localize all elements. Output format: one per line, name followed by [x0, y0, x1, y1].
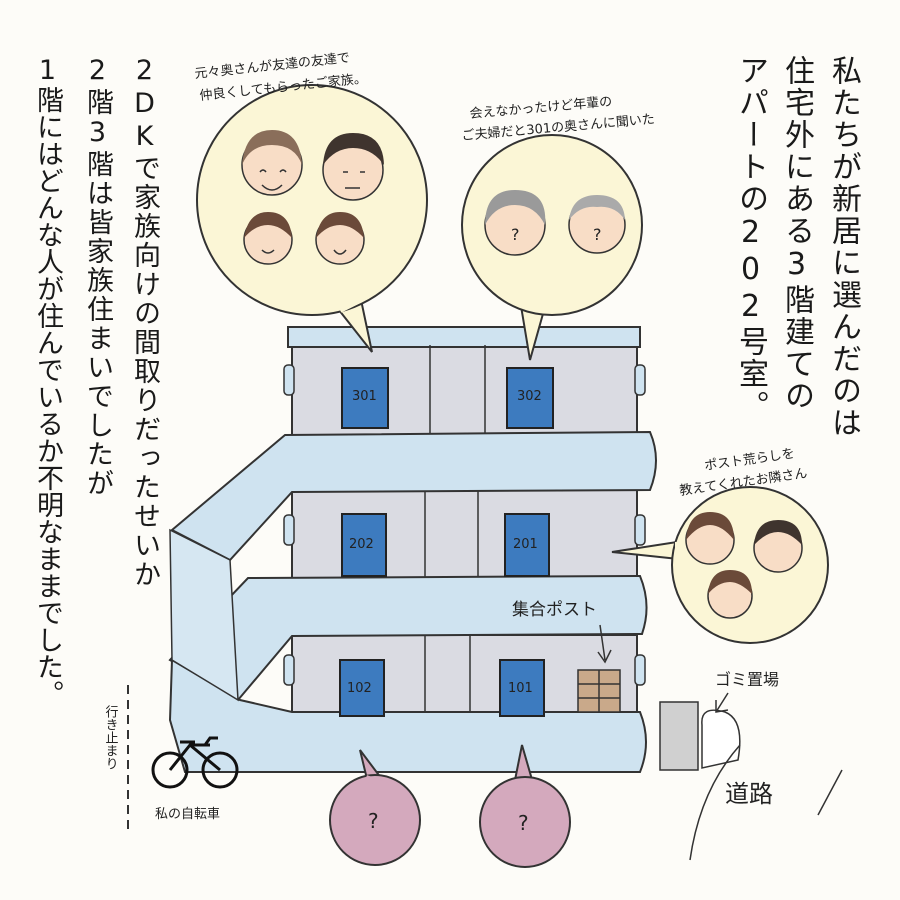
face-child2-icon [315, 212, 365, 265]
speech-bubble-301 [196, 84, 428, 353]
bicycle-icon [151, 736, 239, 789]
garbage-bag-icon [701, 709, 741, 769]
main-text-col2: 住宅外にある3階建ての [779, 55, 814, 412]
door-302[interactable] [506, 367, 554, 429]
road-label: 道路 [725, 780, 773, 808]
mailbox-arrow [597, 624, 612, 664]
building-columns [424, 345, 486, 720]
roof [287, 326, 641, 348]
face-neighbor-man-icon [753, 520, 803, 573]
face-child1-icon [243, 212, 293, 265]
face-q1-text: ? [511, 225, 520, 244]
corridor-1f [168, 658, 647, 773]
corridor-2f [168, 574, 648, 702]
stairs-left [169, 528, 239, 702]
room-302-label: 302 [517, 389, 542, 404]
unknown-102-text: ? [368, 809, 379, 833]
room-102-label: 102 [347, 681, 372, 696]
unknown-bubble-101 [479, 744, 571, 868]
dead-end-label: 行き止まり [103, 705, 119, 770]
main-text-col3: アパートの202号室。 [733, 55, 768, 422]
room-201-label: 201 [513, 537, 538, 552]
unknown-101-text: ? [518, 811, 529, 835]
left-text-col3: 1階にはどんな人が住んでいるか不明なままでした。 [32, 55, 63, 707]
road-edge-line [817, 769, 843, 816]
door-201[interactable] [504, 513, 550, 577]
face-elderly-wife-icon [484, 190, 546, 256]
face-father-icon [322, 133, 384, 201]
room-301-label: 301 [352, 389, 377, 404]
speech-bubble-302 [461, 134, 643, 361]
garbage-arrow [715, 692, 729, 713]
doors [339, 367, 554, 717]
main-text-col1: 私たちが新居に選んだのは [826, 55, 861, 439]
left-text-col1: 2DKで家族向けの間取りだったせいか [129, 55, 160, 589]
corridor-3f [170, 430, 657, 562]
mailbox-icon [577, 669, 621, 713]
mailbox-label: 集合ポスト [512, 600, 597, 620]
face-mother-icon [241, 130, 303, 196]
side-ledges [283, 364, 646, 686]
room-101-label: 101 [508, 681, 533, 696]
unknown-bubble-102 [329, 749, 421, 866]
door-202[interactable] [341, 513, 387, 577]
road-edge-curve [689, 744, 741, 861]
left-text-col2: 2階3階は皆家族住まいでしたが [82, 55, 113, 498]
face-neighbor-woman-icon [685, 512, 735, 565]
garbage-bin-icon [659, 701, 699, 771]
door-102[interactable] [339, 659, 385, 717]
room-202-label: 202 [349, 537, 374, 552]
garbage-label: ゴミ置場 [715, 670, 779, 689]
face-elderly-husband-icon [568, 195, 626, 254]
door-101[interactable] [499, 659, 545, 717]
door-301[interactable] [341, 367, 389, 429]
face-neighbor-child-icon [707, 570, 753, 619]
bicycle-label: 私の自転車 [155, 807, 220, 822]
face-q2-text: ? [593, 225, 602, 244]
